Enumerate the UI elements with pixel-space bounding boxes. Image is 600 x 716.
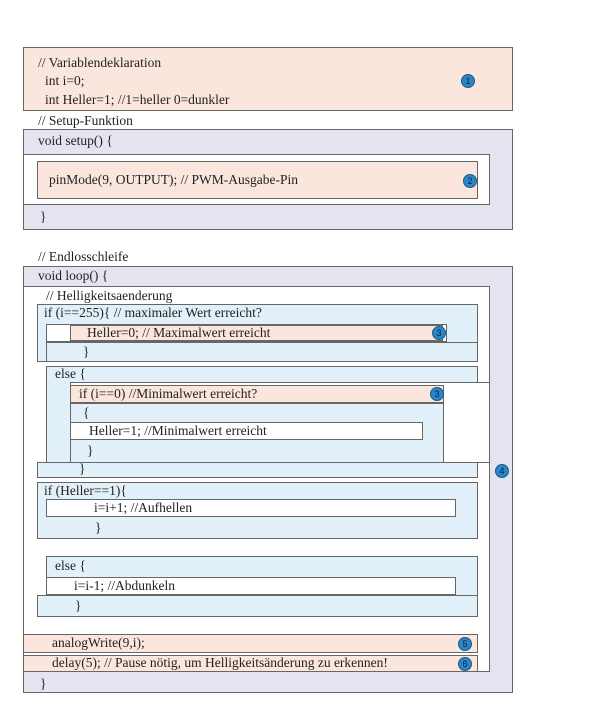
code-line: i=i-1; //Abdunkeln — [74, 578, 175, 593]
loop-comment: // Endlosschleife — [38, 249, 129, 264]
pinmode-statement — [37, 161, 478, 199]
delay-statement — [23, 655, 478, 672]
if-max-header: if (i==255){ // maximaler Wert erreicht? — [44, 305, 262, 320]
decrement-statement — [46, 577, 456, 595]
variable-comment: // Variablendeklaration — [38, 55, 162, 70]
else-min-close-row — [37, 462, 478, 478]
else-dark-header: else { — [55, 558, 86, 573]
else-dark-close-row — [37, 595, 478, 617]
step-badge-1: 1 — [461, 74, 475, 88]
increment-statement — [46, 499, 456, 517]
if-heller-header: if (Heller==1){ — [44, 483, 127, 498]
analogwrite-statement — [23, 634, 478, 653]
step-badge-2: 2 — [463, 174, 477, 188]
brightness-comment: // Helligkeitsaenderung — [46, 288, 173, 303]
code-line: int i=0; — [45, 73, 85, 88]
code-line: i=i+1; //Aufhellen — [94, 500, 193, 515]
code-line: analogWrite(9,i); — [52, 635, 145, 650]
else-min-header: else { — [55, 366, 86, 381]
if-max-close: } — [83, 344, 90, 359]
step-badge-4: 4 — [495, 464, 509, 478]
code-line: delay(5); // Pause nötig, um Helligkeits… — [52, 655, 388, 670]
setup-close: } — [40, 209, 47, 224]
loop-close: } — [40, 676, 47, 691]
else-dark-close: } — [75, 598, 82, 613]
else-min-close: } — [79, 461, 86, 476]
if-min-open: { — [83, 405, 90, 420]
setup-header: void setup() { — [38, 133, 113, 148]
step-badge-6: 6 — [458, 657, 472, 671]
if-min-close: } — [87, 443, 94, 458]
code-line: Heller=1; //Minimalwert erreicht — [89, 423, 267, 438]
code-line: int Heller=1; //1=heller 0=dunkler — [45, 92, 230, 107]
if-min-header: if (i==0) //Minimalwert erreicht? — [79, 386, 258, 401]
if-max-close-row — [46, 342, 478, 362]
step-badge-5: 5 — [458, 637, 472, 651]
loop-header: void loop() { — [38, 268, 109, 283]
code-line: pinMode(9, OUTPUT); // PWM-Ausgabe-Pin — [49, 172, 298, 187]
variable-declaration-block — [23, 47, 513, 111]
step-badge-3: 3 — [432, 326, 446, 340]
heller-one-statement — [70, 422, 423, 440]
step-badge-3b: 3 — [430, 387, 444, 401]
setup-comment: // Setup-Funktion — [38, 113, 133, 128]
code-line: Heller=0; // Maximalwert erreicht — [87, 325, 271, 340]
if-heller-close: } — [95, 520, 102, 535]
